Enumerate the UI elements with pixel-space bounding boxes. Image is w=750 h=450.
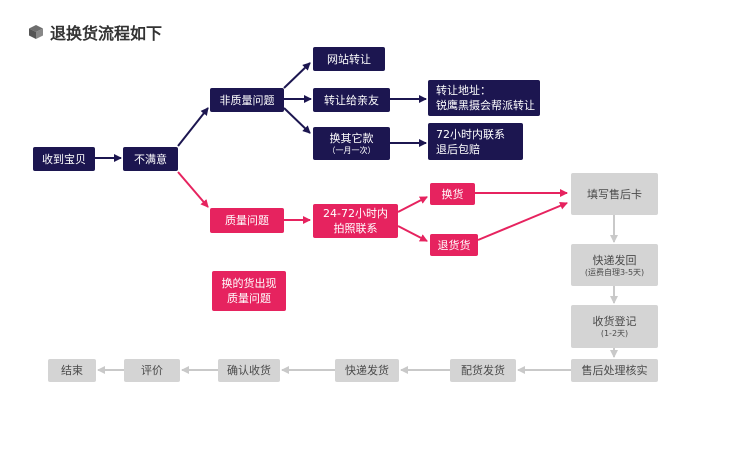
node-contact-72h: 72小时内联系 退后包赔 bbox=[428, 123, 523, 160]
node-review: 评价 bbox=[124, 359, 180, 382]
node-after-sale-card: 填写售后卡 bbox=[571, 173, 658, 215]
node-unsatisfied: 不满意 bbox=[123, 147, 178, 171]
node-exchange: 换货 bbox=[430, 183, 475, 205]
arrow-photo-refund bbox=[397, 225, 428, 242]
arrow-refund-card bbox=[477, 201, 568, 241]
node-packing-ship: 配货发货 bbox=[450, 359, 516, 382]
arrow-photo-exchange bbox=[397, 196, 428, 213]
node-express-return: 快递发回 (运费自理3-5天) bbox=[571, 244, 658, 286]
node-receive-register: 收货登记 (1-2天) bbox=[571, 305, 658, 348]
node-express-ship: 快递发货 bbox=[335, 359, 399, 382]
arrow-unsatisfied-nonquality bbox=[177, 107, 209, 147]
node-end: 结束 bbox=[48, 359, 96, 382]
node-exchange-other: 换其它款 （一月一次） bbox=[313, 127, 390, 160]
node-non-quality: 非质量问题 bbox=[210, 88, 284, 112]
node-exchange-issue: 换的货出现 质量问题 bbox=[212, 271, 286, 311]
arrow-nonquality-exchangeother bbox=[283, 107, 311, 134]
node-confirm-receipt: 确认收货 bbox=[218, 359, 280, 382]
node-transfer-friends: 转让给亲友 bbox=[313, 88, 390, 112]
node-refund: 退货货 bbox=[430, 234, 478, 256]
page-title: 退换货流程如下 bbox=[50, 24, 163, 43]
node-website-transfer: 网站转让 bbox=[313, 47, 385, 71]
node-received: 收到宝贝 bbox=[33, 147, 95, 171]
box-icon bbox=[28, 24, 44, 40]
arrow-nonquality-website bbox=[283, 62, 311, 89]
arrow-unsatisfied-quality bbox=[177, 171, 209, 208]
node-after-sale-check: 售后处理核实 bbox=[571, 359, 658, 382]
page-title-group: 退换货流程如下 bbox=[28, 20, 162, 44]
node-transfer-address: 转让地址： 锐鹰黑摄会帮派转让 bbox=[428, 80, 540, 116]
node-photo-contact: 24-72小时内 拍照联系 bbox=[313, 204, 398, 238]
node-quality: 质量问题 bbox=[210, 208, 284, 233]
